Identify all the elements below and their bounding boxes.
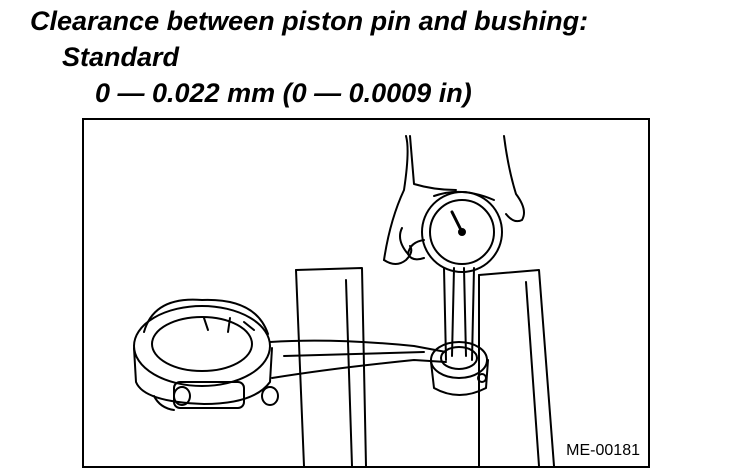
connecting-rod-dial-gauge-illustration [133,135,555,466]
spec-title: Clearance between piston pin and bushing… [30,6,589,36]
illustration-frame: ME-00181 [82,118,650,468]
dial-gauge [407,190,503,361]
connecting-rod-beam [269,339,447,379]
spec-value: 0 — 0.022 mm (0 — 0.0009 in) [95,78,472,108]
connecting-rod-small-end [430,341,489,396]
spec-subtitle: Standard [62,42,180,72]
hand [383,135,525,265]
support-block-left [295,267,367,466]
connecting-rod-big-end [133,298,279,411]
figure-id-label: ME-00181 [566,442,640,459]
support-block-right [478,269,555,466]
